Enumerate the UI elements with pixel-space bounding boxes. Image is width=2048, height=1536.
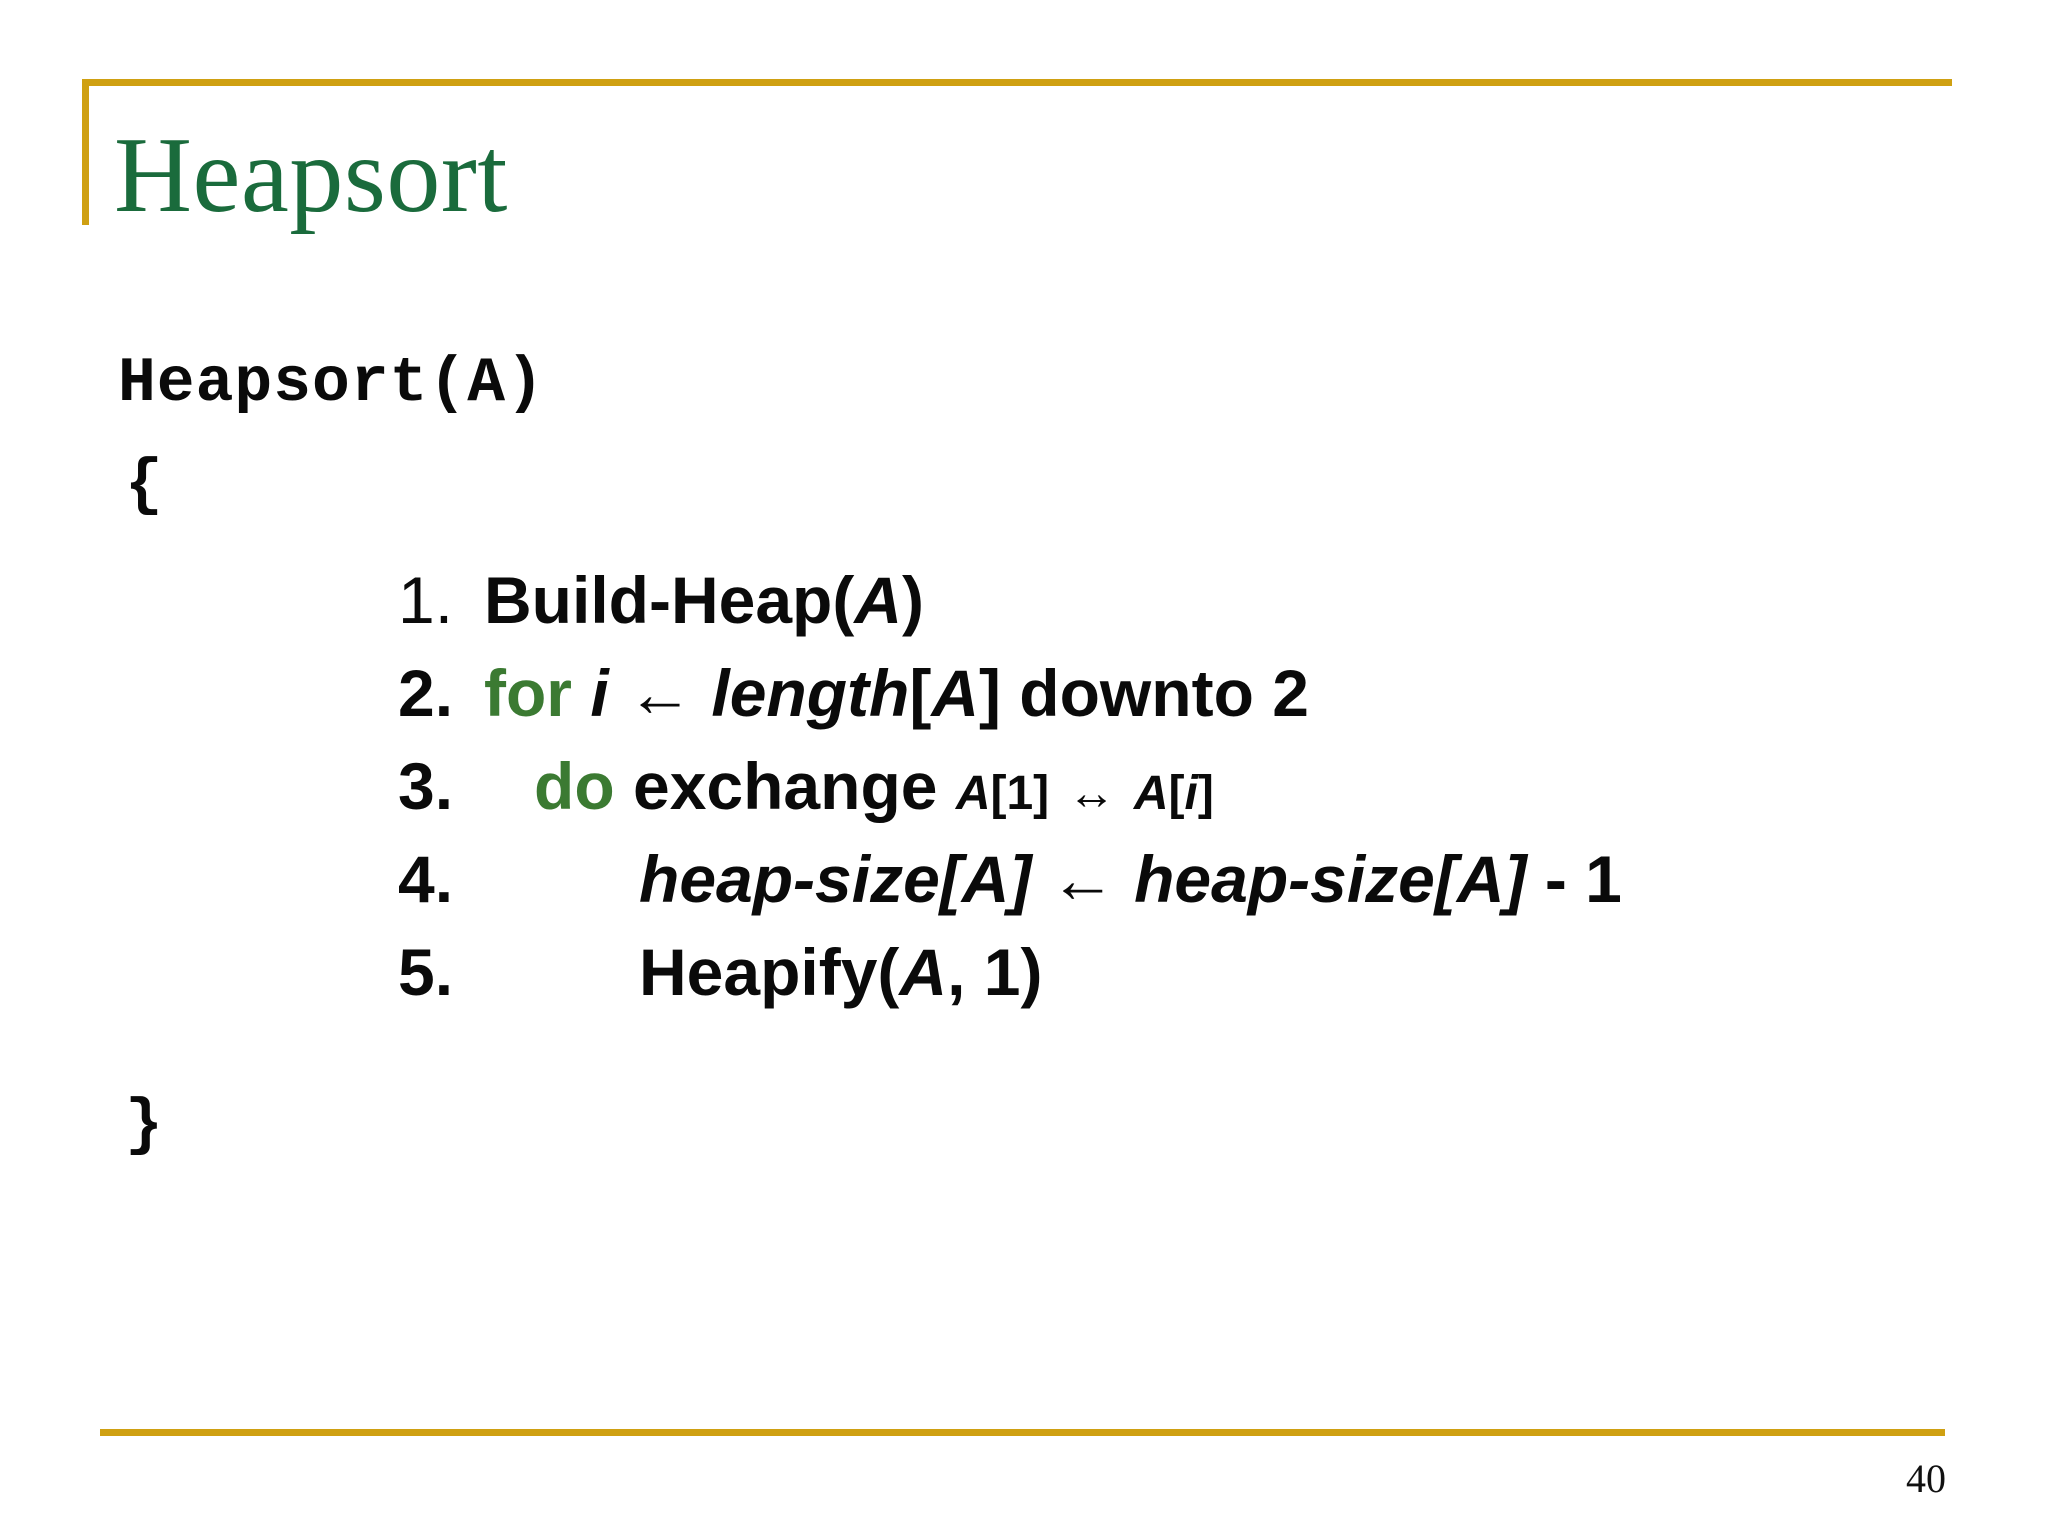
pseudocode-line-2: 2. for i ← length[A] downto 2 — [398, 655, 1309, 731]
line-2-arrow: ← — [627, 656, 694, 730]
open-brace: { — [125, 450, 164, 521]
left-gold-rule — [82, 79, 89, 225]
page-number: 40 — [1906, 1456, 1946, 1501]
line-3-left-index: [1] — [990, 767, 1050, 820]
line-2-array: A — [931, 656, 979, 730]
line-number-5: 5. — [398, 935, 454, 1009]
line-number-1: 1. — [398, 563, 454, 637]
line-3-swap-arrow: ↔ — [1067, 767, 1116, 820]
line-4-rhs-array: A — [1456, 842, 1505, 916]
line-4-lhs-array: A — [961, 842, 1010, 916]
line-3-left-array: A — [955, 767, 991, 820]
close-brace: } — [125, 1090, 164, 1161]
line-4-lhs-bracket-close: ] — [1009, 842, 1032, 916]
pseudocode-line-3: 3.do exchange A[1] ↔ A[i] — [398, 748, 1214, 824]
line-4-arrow: ← — [1049, 842, 1116, 916]
line-4-rhs: heap-size — [1134, 842, 1435, 916]
line-5-arg: A — [899, 935, 948, 1009]
line-number-4: 4. — [398, 842, 454, 916]
line-3-text: exchange — [632, 749, 938, 823]
line-3-right-bracket-open: [ — [1168, 767, 1185, 820]
line-3-right-index: i — [1184, 767, 1198, 820]
line-4-rhs-bracket-close: ] — [1504, 842, 1527, 916]
line-1-tail: ) — [902, 563, 924, 637]
bottom-gold-rule — [100, 1429, 1945, 1436]
pseudocode-line-5: 5. Heapify(A, 1) — [398, 934, 1042, 1010]
line-number-3: 3. — [398, 749, 454, 823]
line-number-2: 2. — [398, 656, 454, 730]
line-4-rhs-bracket-open: [ — [1434, 842, 1457, 916]
line-2-var: i — [590, 656, 609, 730]
line-2-length: length — [711, 656, 910, 730]
line-3-right-bracket-close: ] — [1197, 767, 1214, 820]
pseudocode-line-1: 1. Build-Heap(A) — [398, 562, 924, 638]
top-gold-rule — [82, 79, 1952, 86]
line-1-text: Build-Heap( — [484, 563, 855, 637]
line-4-tail: - 1 — [1526, 842, 1622, 916]
line-1-arg: A — [854, 563, 902, 637]
keyword-do: do — [534, 749, 615, 823]
keyword-for: for — [484, 656, 572, 730]
line-5-tail: , 1) — [947, 935, 1043, 1009]
function-signature: Heapsort(A) — [118, 348, 545, 419]
line-5-text: Heapify( — [639, 935, 900, 1009]
line-2-bracket-close: ] — [978, 656, 1001, 730]
line-2-bracket-open: [ — [909, 656, 932, 730]
line-2-tail: downto 2 — [1000, 656, 1309, 730]
line-4-lhs-bracket-open: [ — [939, 842, 962, 916]
line-4-lhs: heap-size — [639, 842, 940, 916]
page-title: Heapsort — [114, 116, 508, 235]
pseudocode-line-4: 4.heap-size[A] ← heap-size[A] - 1 — [398, 841, 1622, 917]
line-3-right-array: A — [1133, 767, 1169, 820]
